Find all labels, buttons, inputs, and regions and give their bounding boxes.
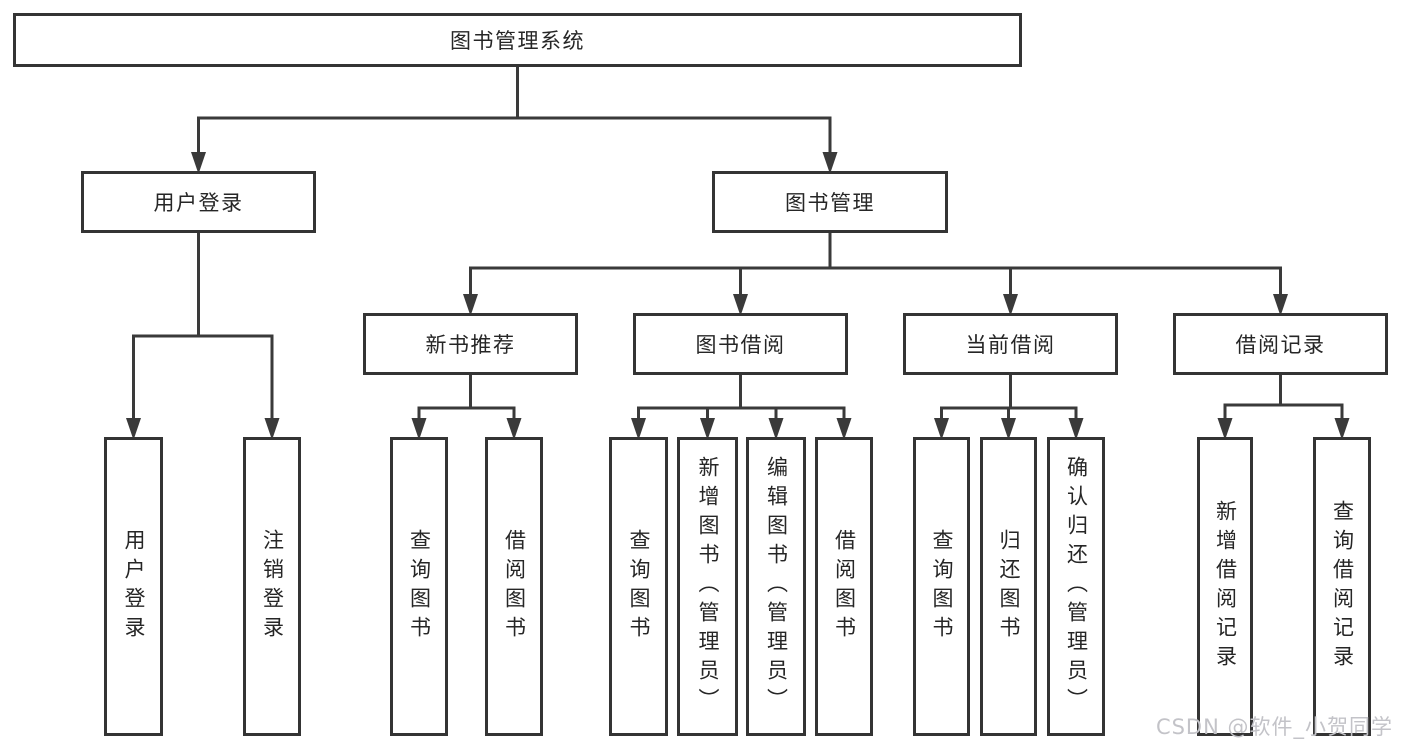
- edge-new-book-rec: [411, 374, 522, 440]
- diagram-node-current-borrow: 当前借阅: [903, 313, 1118, 375]
- diagram-node-leaf-logout: 注销登录: [243, 437, 301, 736]
- diagram-node-book-mgmt: 图书管理: [712, 171, 948, 233]
- diagram-node-root: 图书管理系统: [13, 13, 1022, 67]
- diagram-node-leaf-confirm-return: 确认归还（管理员）: [1047, 437, 1105, 736]
- diagram-node-leaf-query-book-1: 查询图书: [390, 437, 448, 736]
- edge-borrow-record: [1217, 374, 1350, 440]
- diagram-node-leaf-borrow-book-2: 借阅图书: [815, 437, 873, 736]
- edge-current-borrow: [934, 374, 1084, 440]
- diagram-node-leaf-query-borrow-rec: 查询借阅记录: [1313, 437, 1371, 736]
- edge-root: [191, 66, 838, 174]
- edge-book-borrow: [631, 374, 852, 440]
- edge-book-mgmt: [463, 232, 1288, 316]
- diagram-node-leaf-query-book-2: 查询图书: [609, 437, 668, 736]
- diagram-node-leaf-edit-book: 编辑图书（管理员）: [746, 437, 806, 736]
- diagram-node-book-borrow: 图书借阅: [633, 313, 848, 375]
- diagram-node-leaf-return-book: 归还图书: [980, 437, 1037, 736]
- diagram-node-user-login: 用户登录: [81, 171, 316, 233]
- diagram-node-leaf-add-borrow-rec: 新增借阅记录: [1197, 437, 1253, 736]
- watermark-text: CSDN @软件_小贺同学: [1155, 715, 1393, 739]
- diagram-node-leaf-add-book: 新增图书（管理员）: [677, 437, 738, 736]
- diagram-node-leaf-borrow-book-1: 借阅图书: [485, 437, 543, 736]
- diagram-node-leaf-query-book-3: 查询图书: [913, 437, 970, 736]
- diagram-node-leaf-user-login: 用户登录: [104, 437, 163, 736]
- edge-user-login: [126, 232, 280, 440]
- diagram-node-new-book-rec: 新书推荐: [363, 313, 578, 375]
- diagram-node-borrow-record: 借阅记录: [1173, 313, 1388, 375]
